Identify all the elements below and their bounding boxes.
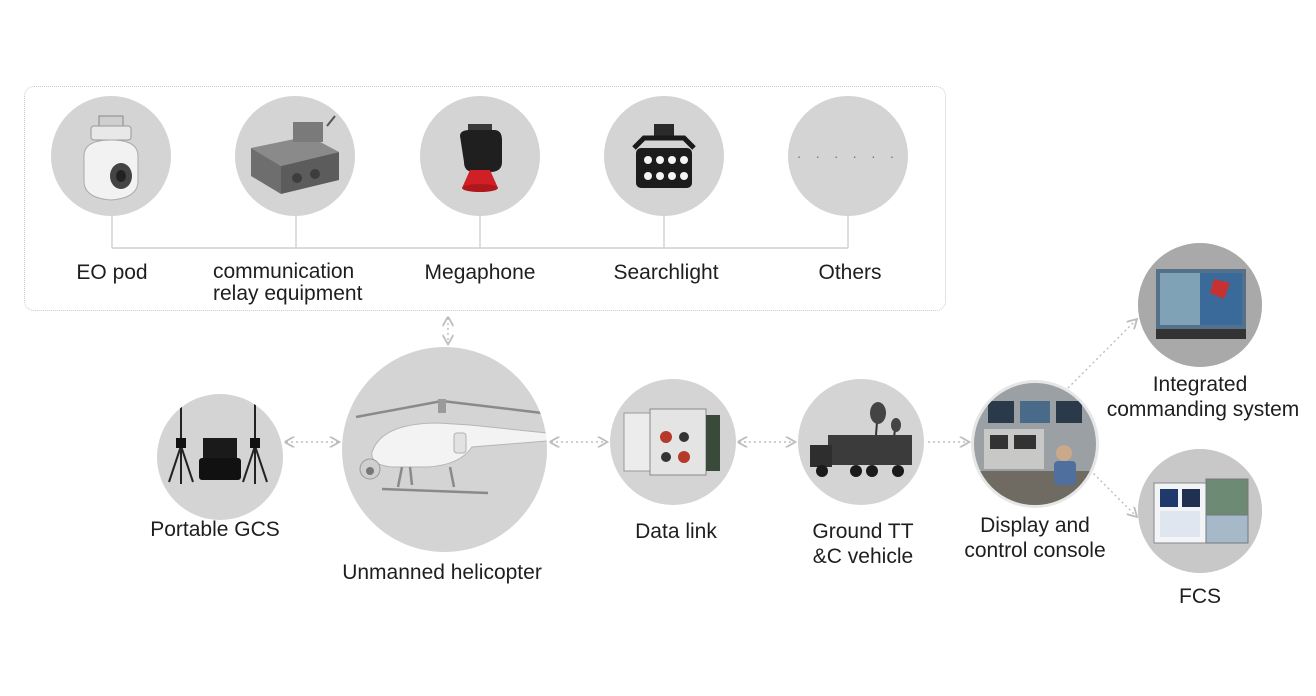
relay-label-line2: relay equipment [213,282,363,305]
others-placeholder: · · · · · · [796,148,900,164]
vehicle-label-line1: Ground TT [812,520,914,543]
portable-gcs-node[interactable] [157,394,283,520]
fcs-node[interactable] [1138,449,1262,573]
eo-pod-icon [83,115,139,201]
display-console-node[interactable] [974,383,1096,505]
others-node[interactable]: · · · · · · [788,96,908,216]
link-console-ics [1067,320,1136,389]
integrated-commanding-icon [1138,243,1262,367]
megaphone-icon [460,124,502,192]
searchlight-node[interactable] [604,96,724,216]
data-link-icon [623,408,720,476]
display-console-icon [974,383,1096,505]
console-label-line1: Display and [980,514,1090,537]
data-link-label: Data link [635,520,717,543]
integrated-commanding-node[interactable] [1138,243,1262,367]
fcs-label: FCS [1179,585,1221,608]
payload-panel [24,86,946,311]
others-label: Others [818,261,882,284]
ground-vehicle-icon [810,402,912,477]
payload-bracket [111,215,849,249]
relay-equipment-node[interactable] [235,96,355,216]
helicopter-label: Unmanned helicopter [342,561,542,584]
ics-label-line1: Integrated [1152,373,1248,396]
portable-gcs-label: Portable GCS [150,518,280,541]
megaphone-label: Megaphone [424,261,536,284]
portable-gcs-icon [168,404,268,484]
eo-pod-node[interactable] [51,96,171,216]
fcs-icon [1138,449,1262,573]
relay-label-line1: communication [213,260,355,283]
megaphone-node[interactable] [420,96,540,216]
searchlight-icon [632,124,696,188]
data-link-node[interactable] [610,379,736,505]
relay-equipment-icon [251,115,339,194]
link-console-fcs [1089,469,1136,516]
eo-pod-label: EO pod [76,261,148,284]
ground-vehicle-node[interactable] [798,379,924,505]
helicopter-node[interactable] [342,347,547,552]
helicopter-icon [355,399,547,495]
ics-label-line2: commanding system [1106,398,1300,421]
searchlight-label: Searchlight [613,261,719,284]
vehicle-label-line2: &C vehicle [812,545,914,568]
console-label-line2: control console [964,539,1106,562]
